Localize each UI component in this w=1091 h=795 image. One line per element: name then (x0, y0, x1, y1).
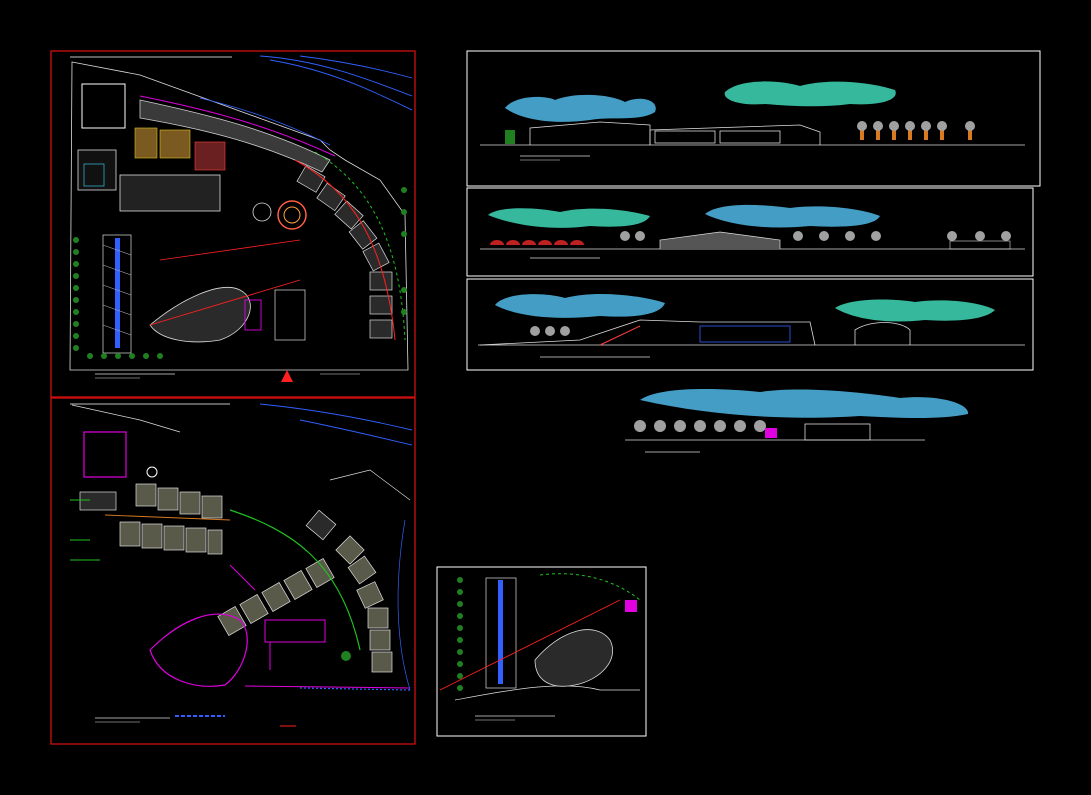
river-lines (259, 55, 413, 111)
elevation-1-frame (466, 50, 1041, 187)
site-boundary (69, 61, 409, 371)
cloud (724, 81, 896, 107)
elevation-3-frame (466, 278, 1034, 371)
elevation-2 (466, 187, 1034, 277)
elevation-4 (625, 389, 969, 453)
lodge-blocks-left (77, 127, 226, 212)
curved-building-band (139, 99, 331, 173)
partial-plan-detail (436, 566, 647, 737)
unit-rows-lower (79, 483, 223, 555)
red-canopies (490, 240, 584, 245)
elevation-3 (466, 278, 1034, 371)
elevation-2-frame (466, 187, 1034, 277)
site-plan-lower-frame (50, 397, 416, 745)
site-plan-lower (50, 397, 416, 745)
trees-upper (73, 187, 407, 359)
curved-unit-row-lower (305, 509, 393, 673)
court-outline (83, 431, 127, 478)
cloud (835, 299, 995, 322)
circular-plaza (277, 200, 307, 230)
cloud (495, 293, 665, 318)
court (81, 83, 126, 129)
north-marker (281, 370, 293, 382)
parking-strip (102, 234, 132, 354)
cloud (705, 204, 880, 228)
pool-shape (149, 286, 251, 343)
cloud (488, 208, 650, 228)
site-plan-upper-frame (50, 50, 416, 398)
pool-outline (149, 613, 248, 687)
cloud (640, 389, 969, 418)
partial-plan-frame (436, 566, 647, 737)
site-plan-upper (50, 50, 416, 398)
cloud (505, 94, 656, 122)
tree-row (860, 128, 972, 140)
elevation-1 (466, 50, 1041, 187)
diagonal-unit-row (217, 557, 335, 637)
curved-unit-row-upper (296, 165, 393, 339)
